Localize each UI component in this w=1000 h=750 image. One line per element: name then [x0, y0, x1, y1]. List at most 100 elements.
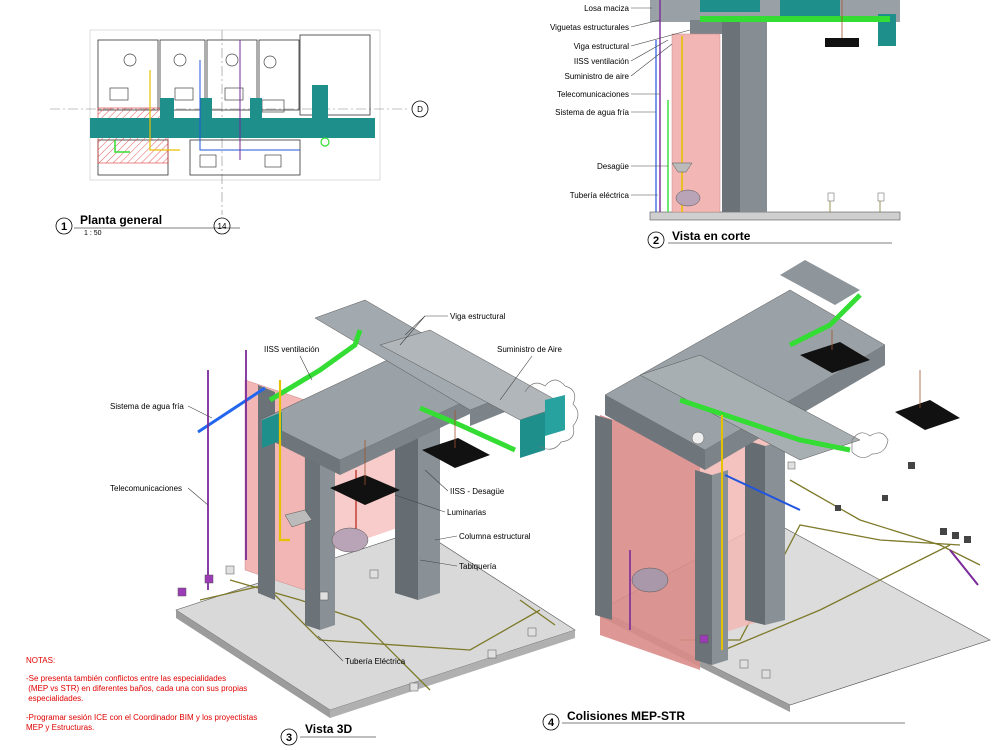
v3d-label-columna: Columna estructural [459, 532, 531, 541]
section-luminaire [825, 38, 859, 47]
grid-bubble-14-label: 14 [218, 222, 227, 231]
section-toilet [675, 189, 701, 207]
plan-duct-branch [200, 98, 212, 120]
v3d-column-back-front [395, 415, 418, 600]
grid-bubble-d-label: D [417, 105, 423, 114]
section-view-title: Vista en corte [672, 229, 751, 243]
section-label-viga: Viga estructural [574, 42, 630, 51]
clash-floor-conduit [699, 544, 951, 661]
plan-view-number-bubble [55, 217, 73, 235]
clash-floor-box [908, 462, 915, 469]
section-label-electrica: Tubería eléctrica [570, 191, 630, 200]
v3d-leader [187, 405, 213, 419]
clash-purple-conduit [949, 549, 979, 586]
clash-floor-box-purple [699, 634, 709, 644]
clash-beam-cross [639, 354, 861, 461]
clash-luminaire [895, 400, 960, 430]
grid-bubble-14 [213, 217, 231, 235]
v3d-leader [317, 635, 344, 662]
notes-line: (MEP vs STR) en diferentes baños, cada u… [26, 684, 247, 693]
section-label-desague: Desagüe [597, 162, 630, 171]
v3d-label-telecom: Telecomunicaciones [110, 484, 182, 493]
clash-column [695, 470, 712, 665]
section-sink [671, 162, 693, 173]
v3d-leader [394, 494, 446, 513]
clash-column [745, 440, 765, 625]
clash-column-side [765, 440, 785, 625]
section-duct-teal [700, 0, 760, 12]
v3d-duct-teal [520, 412, 545, 458]
v3d-slab-top [175, 529, 576, 711]
notes-block: NOTAS: -Se presenta también conflictos e… [26, 656, 257, 732]
section-floor-box [877, 192, 885, 202]
clash-column [595, 415, 612, 620]
v3d-sink [284, 509, 313, 528]
clash-floor-conduit [789, 479, 981, 566]
clash-view-number-bubble [542, 713, 560, 731]
plan-room [159, 39, 206, 111]
notes-heading: NOTAS: [26, 656, 55, 665]
section-view-number-bubble [647, 231, 665, 249]
section-slab-bottom [649, 211, 901, 221]
clash-column-side [712, 470, 728, 665]
plan-duct-riser [312, 85, 328, 125]
clash-floor-box [882, 495, 888, 501]
v3d-label-tabiqueria: Tabiquería [459, 562, 497, 571]
plan-fixture [109, 87, 129, 101]
v3d-blue-pipe [197, 386, 266, 434]
notes-line: -Programar sesión ICE con el Coordinador… [26, 713, 257, 722]
clash-floor-box [940, 528, 947, 535]
section-duct-teal [780, 0, 840, 16]
plan-fixture [123, 53, 137, 67]
v3d-leader [499, 355, 533, 401]
section-view: Losa maciza Viguetas estructurales Viga … [550, 0, 901, 249]
clash-revision-cloud [851, 432, 889, 458]
plan-duct [90, 118, 375, 138]
section-label-viguetas: Viguetas estructurales [550, 23, 629, 32]
v3d-label-electrica: Tubería Eléctrica [345, 657, 406, 666]
v3d-view-number-bubble [280, 728, 298, 746]
plan-fixture [174, 87, 194, 101]
v3d-view-number: 3 [286, 732, 292, 744]
section-column-face [740, 20, 767, 212]
v3d-slab-right [330, 630, 575, 718]
v3d-green-pipe [268, 329, 363, 403]
plan-fixture [173, 53, 187, 67]
v3d-leader [404, 315, 426, 336]
section-leader [630, 39, 669, 62]
v3d-duct-teal [262, 412, 282, 448]
plan-pipe-green-node [320, 137, 330, 147]
grid-bubble-d [411, 100, 429, 118]
clash-floor-box [761, 669, 771, 679]
v3d-leader [299, 355, 313, 381]
v3d-duct-teal [545, 395, 565, 436]
v3d-luminaire [330, 475, 400, 505]
plan-fixture [263, 55, 277, 69]
clash-floor-box [964, 536, 971, 543]
plan-pipe-blue [199, 60, 300, 151]
plan-view: D 14 1 Planta general 1 : 50 [50, 29, 429, 237]
v3d-floor-box [225, 565, 235, 575]
clash-blue-pipe [724, 474, 801, 511]
section-view-number: 2 [653, 235, 659, 247]
plan-view-title: Planta general [80, 213, 162, 227]
v3d-leader [434, 535, 458, 541]
v3d-toilet [331, 527, 369, 553]
v3d-label-luminarias: Luminarias [447, 508, 486, 517]
plan-view-number: 1 [61, 221, 67, 233]
v3d-column-right-side [320, 448, 335, 630]
section-leader [630, 29, 691, 47]
v3d-label-agua: Sistema de agua fría [110, 402, 184, 411]
v3d-floor-box [527, 627, 537, 637]
section-leader [630, 19, 661, 28]
v3d-column-right-front [305, 448, 320, 630]
v3d-floor-conduit [199, 584, 541, 651]
clash-floor-box [835, 505, 841, 511]
v3d-label-suministro: Suministro de Aire [497, 345, 562, 354]
plan-duct-branch [160, 98, 174, 120]
plan-room [299, 34, 371, 116]
v3d-revision-cloud [524, 379, 579, 450]
v3d-view-title: Vista 3D [305, 722, 352, 736]
notes-line: -Se presenta también conflictos entre la… [26, 674, 226, 683]
